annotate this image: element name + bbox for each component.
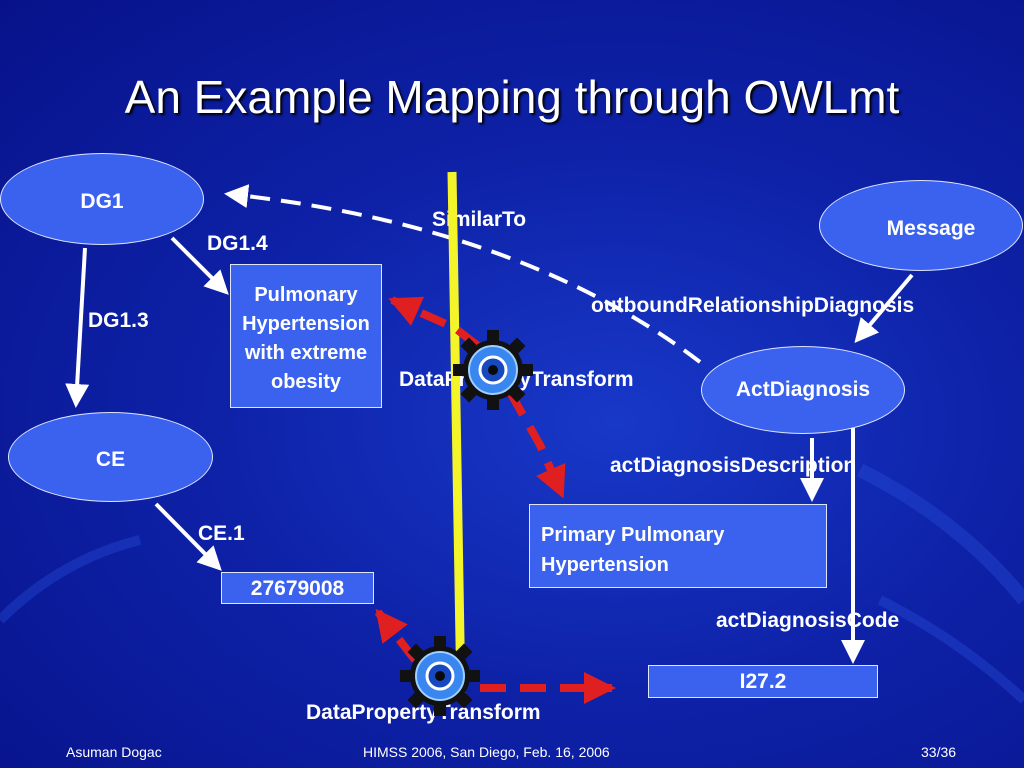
arrow-dg1-ce — [65, 247, 90, 408]
node-message-label: Message — [886, 217, 976, 240]
node-ce: CE — [8, 412, 213, 502]
value-box-pulmonary-extreme: Pulmonary Hypertension with extreme obes… — [230, 264, 382, 408]
arrow-ce-code — [154, 502, 222, 571]
arrow-similar-to — [224, 184, 702, 364]
node-act-diagnosis-label: ActDiagnosis — [735, 378, 871, 401]
node-message: Message — [819, 180, 1023, 271]
arrow-transform-top-to-pulmonary — [388, 296, 481, 350]
gear-icon — [453, 330, 533, 410]
footer-author: Asuman Dogac — [66, 744, 162, 760]
node-dg1: DG1 — [0, 153, 204, 245]
node-ce-label: CE — [95, 448, 126, 471]
value-box-code-source: 27679008 — [221, 572, 374, 604]
edge-label-transform-bottom: DataPropertyTransform — [306, 701, 541, 724]
arrow-transform-top-to-primary — [506, 390, 566, 499]
slide-title: An Example Mapping through OWLmt — [124, 71, 900, 123]
node-act-diagnosis: ActDiagnosis — [701, 346, 905, 434]
edge-label-dg1-3: DG1.3 — [88, 309, 149, 332]
footer-event: HIMSS 2006, San Diego, Feb. 16, 2006 — [363, 744, 610, 760]
value-box-code-target: I27.2 — [648, 665, 878, 698]
value-box-primary-pulmonary: Primary Pulmonary Hypertension — [529, 504, 827, 588]
edge-label-dg1-4: DG1.4 — [207, 232, 268, 255]
arrow-message-actdiagnosis — [854, 273, 914, 344]
gear-icon — [400, 636, 480, 716]
ontology-separator-line — [447, 171, 466, 701]
footer-page-number: 33/36 — [921, 744, 957, 760]
node-dg1-label: DG1 — [80, 190, 124, 213]
edge-label-outbound: outboundRelationshipDiagnosis — [591, 294, 915, 317]
edge-label-act-desc: actDiagnosisDescription — [610, 454, 857, 477]
edge-label-ce-1: CE.1 — [198, 522, 245, 545]
arrow-dg1-pulmonary — [170, 236, 229, 295]
